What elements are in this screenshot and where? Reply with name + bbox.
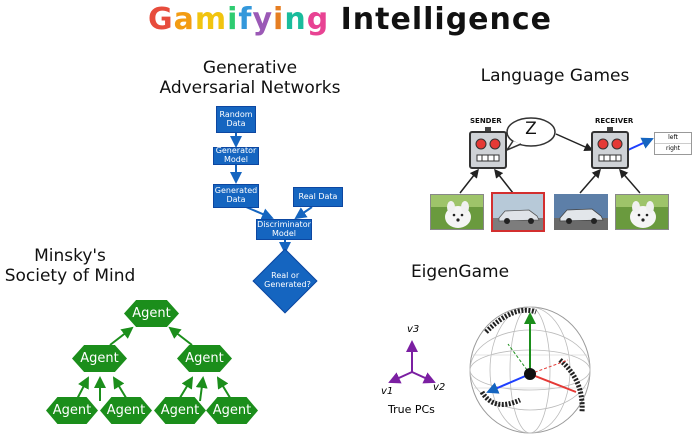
decision-label: Real or Generated? [264,271,311,289]
title-letter: f [238,2,253,37]
generator-model-box: Generator Model [213,146,259,165]
title-letter: a [173,2,195,37]
agent-bottom-1: Agent [46,397,98,424]
dog-image-2 [615,194,669,230]
choice-list: left right [654,132,692,155]
car-image-2 [554,194,608,230]
title-letter: i [273,2,285,37]
true-pcs-caption: True PCs [388,403,435,416]
minsky-title-line1: Minsky's [34,246,106,266]
title-letter: g [306,2,330,37]
eigengame-title: EigenGame [410,262,510,282]
agent-top: Agent [124,300,179,327]
speech-bubble-icon [505,117,556,152]
v2-label: v2 [433,382,446,393]
message-symbol: Z [525,119,537,139]
agent-bottom-2: Agent [100,397,152,424]
agent-mid-left: Agent [72,345,127,372]
title-letter: y [252,2,274,37]
v1-label: v1 [381,386,394,397]
agent-bottom-4: Agent [206,397,258,424]
receiver-robot-icon [591,127,629,169]
title-letter: n [284,2,307,37]
choice-left: left [655,133,691,144]
dog-image-1 [430,194,484,230]
sender-label: SENDER [470,117,502,125]
title-letter: m [194,2,228,37]
v3-label: v3 [407,324,420,335]
gan-title-line1: Generative [202,58,298,78]
car-image-1 [491,192,545,232]
minsky-title: Minsky's Society of Mind [0,246,140,287]
random-data-box: Random Data [216,106,256,133]
title-letter: i [227,2,239,37]
page-title: Gamifying Intelligence [0,2,700,37]
agent-mid-right: Agent [177,345,232,372]
minsky-title-line2: Society of Mind [4,266,136,287]
true-pcs-axes [388,340,436,384]
receiver-label: RECEIVER [595,117,634,125]
title-part2: Intelligence [340,2,553,37]
title-letter: G [147,2,174,37]
real-data-box: Real Data [293,187,343,207]
discriminator-model-box: Discriminator Model [256,219,312,240]
choice-right: right [665,145,681,152]
eigen-sphere [469,306,591,434]
gan-title: Generative Adversarial Networks [140,58,360,99]
language-games-title: Language Games [480,66,630,86]
title-part1: Gamifying [148,2,329,37]
generated-data-box: Generated Data [213,184,259,208]
agent-bottom-3: Agent [154,397,206,424]
gan-title-line2: Adversarial Networks [159,78,341,99]
sender-robot-icon [469,127,507,169]
